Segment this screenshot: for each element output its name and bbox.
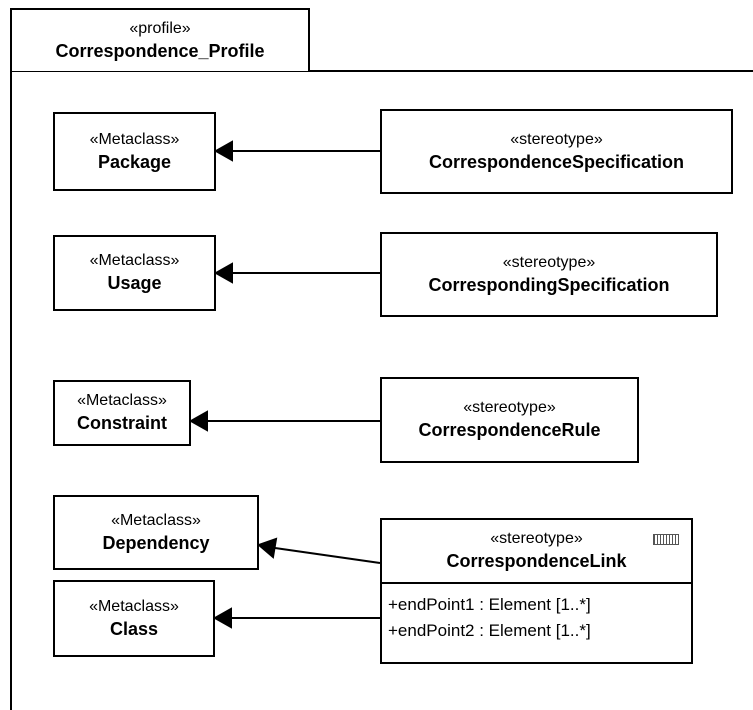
stereotype-name: CorrespondenceLink [446, 551, 627, 571]
stereotype-icon [653, 534, 679, 545]
stereotype-keyword: «stereotype» [510, 130, 603, 148]
metaclass-package[interactable]: «Metaclass» Package [53, 112, 216, 191]
metaclass-stereotype: «Metaclass» [89, 597, 179, 615]
stereotype-name: CorrespondenceRule [418, 420, 601, 440]
profile-name: Correspondence_Profile [55, 40, 265, 61]
stereotype-correspondence-specification[interactable]: «stereotype» CorrespondenceSpecification [380, 109, 733, 194]
attribute-endpoint2[interactable]: +endPoint2 : Element [1..*] [388, 621, 591, 640]
stereotype-keyword: «stereotype» [490, 530, 583, 547]
stereotype-keyword: «stereotype» [502, 253, 596, 271]
attribute-compartment: +endPoint1 : Element [1..*] +endPoint2 :… [382, 584, 691, 644]
metaclass-class[interactable]: «Metaclass» Class [53, 580, 215, 657]
metaclass-stereotype: «Metaclass» [111, 511, 201, 529]
extension-line-dependency [274, 547, 381, 564]
metaclass-stereotype: «Metaclass» [89, 252, 180, 269]
metaclass-name: Constraint [77, 413, 167, 433]
metaclass-stereotype: «Metaclass» [89, 130, 180, 148]
metaclass-name: Usage [107, 273, 162, 293]
extension-arrowhead-constraint [188, 410, 208, 432]
extension-arrowhead-usage [213, 262, 233, 284]
stereotype-correspondence-link[interactable]: «stereotype» CorrespondenceLink +endPoin… [380, 518, 693, 664]
profile-package-tab[interactable]: «profile» Correspondence_Profile [10, 8, 310, 71]
stereotype-keyword: «stereotype» [463, 399, 556, 416]
metaclass-name: Dependency [102, 532, 210, 553]
profile-stereotype: «profile» [129, 19, 191, 37]
extension-edges [188, 140, 381, 629]
metaclass-dependency[interactable]: «Metaclass» Dependency [53, 495, 259, 570]
extension-arrowhead-class [212, 607, 232, 629]
extension-arrowhead-package [213, 140, 233, 162]
metaclass-stereotype: «Metaclass» [77, 392, 167, 409]
stereotype-correspondence-rule[interactable]: «stereotype» CorrespondenceRule [380, 377, 639, 463]
stereotype-name: CorrespondingSpecification [428, 274, 670, 295]
metaclass-constraint[interactable]: «Metaclass» Constraint [53, 380, 191, 446]
attribute-endpoint1[interactable]: +endPoint1 : Element [1..*] [388, 595, 591, 614]
profile-package-frame [10, 70, 753, 710]
extension-arrowhead-dependency [257, 537, 278, 559]
metaclass-name: Class [109, 618, 159, 639]
stereotype-corresponding-specification[interactable]: «stereotype» CorrespondingSpecification [380, 232, 718, 317]
metaclass-name: Package [97, 151, 172, 172]
metaclass-usage[interactable]: «Metaclass» Usage [53, 235, 216, 311]
stereotype-name: CorrespondenceSpecification [428, 151, 685, 172]
stereotype-header: «stereotype» CorrespondenceLink [382, 520, 691, 584]
